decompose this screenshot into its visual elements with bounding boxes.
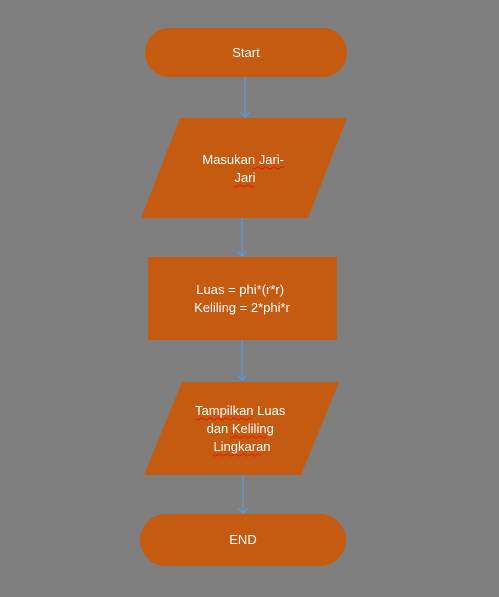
- svg-text:Tampilkan Luas dan Kel: Tampilkan Luas dan Keliling Lingkaran: [195, 403, 289, 454]
- spellcheck-squiggle: [212, 453, 262, 457]
- process-rectangle: Luas = phi*(r*r) Keliling = 2*phi*r: [148, 257, 337, 340]
- spellcheck-squiggle: [229, 435, 267, 439]
- start-label: Start: [232, 45, 260, 60]
- input-parallelogram: Masukan Jari- Jari: [141, 118, 347, 218]
- end-terminator: END: [140, 514, 346, 566]
- spellcheck-squiggle: [251, 166, 285, 170]
- process-label-line-2: Keliling = 2*phi*r: [194, 300, 290, 315]
- svg-text:END: END: [229, 532, 256, 547]
- spellcheck-squiggle: [233, 184, 255, 188]
- end-label: END: [229, 532, 256, 547]
- input-label-line-2: Jari: [235, 170, 256, 185]
- svg-text:Luas = phi*(r*r) Kelil: Luas = phi*(r*r) Keliling = 2*phi*r: [194, 282, 290, 315]
- output-label-line-1: Tampilkan Luas: [195, 403, 286, 418]
- output-label-line-3: Lingkaran: [213, 439, 270, 454]
- output-parallelogram: Tampilkan Luas dan Keliling Lingkaran: [144, 382, 339, 475]
- process-label-line-1: Luas = phi*(r*r): [196, 282, 284, 297]
- input-label-line-1: Masukan Jari-: [202, 152, 284, 167]
- svg-text:Masukan Jari- Jari: Masukan Jari- Jari: [202, 152, 287, 185]
- spellcheck-squiggle: [195, 417, 253, 421]
- svg-text:Start: Start: [232, 45, 260, 60]
- output-label-line-2: dan Keliling: [207, 421, 274, 436]
- start-terminator: Start: [145, 28, 347, 77]
